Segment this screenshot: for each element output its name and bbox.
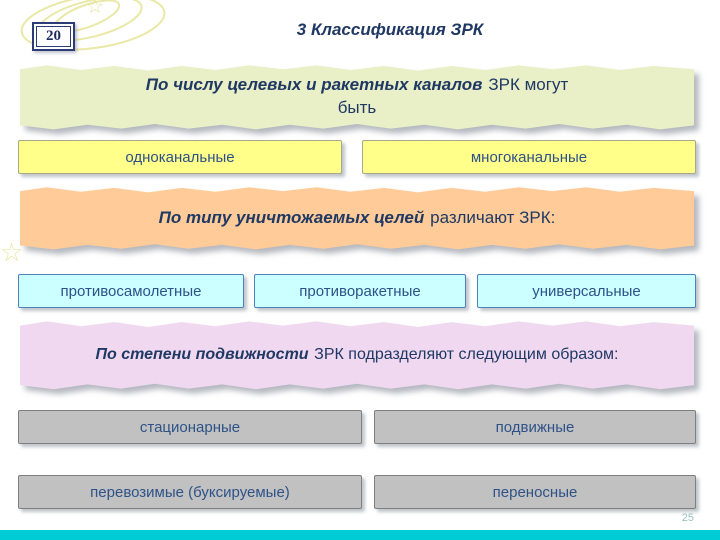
box-anti-aircraft: противосамолетные <box>18 274 244 308</box>
box-stationary: стационарные <box>18 410 362 444</box>
slide-number-badge: 20 <box>32 22 75 51</box>
banner-mobility-rest: ЗРК подразделяют следующим образом: <box>314 346 619 364</box>
box-single-channel: одноканальные <box>18 140 342 174</box>
box-universal: универсальные <box>477 274 696 308</box>
box-anti-missile: противоракетные <box>254 274 466 308</box>
banner-target-types-lead: По типу уничтожаемых целей <box>158 207 425 227</box>
banner-mobility-text: По степени подвижности ЗРК подразделяют с… <box>95 344 618 366</box>
banner-channels-rest: ЗРК могут быть <box>337 75 569 117</box>
box-portable: переносные <box>374 475 696 509</box>
footer-color-band <box>0 530 720 540</box>
banner-channels-lead: По числу целевых и ракетных каналов <box>145 75 483 95</box>
slide-title: 3 Классификация ЗРК <box>296 20 484 39</box>
banner-mobility-body: По степени подвижности ЗРК подразделяют с… <box>20 321 694 390</box>
decorative-star-icon: ☆ <box>86 0 104 18</box>
page-number: 25 <box>681 512 694 524</box>
banner-mobility: По степени подвижности ЗРК подразделяют с… <box>20 320 694 390</box>
box-towed: перевозимые (буксируемые) <box>18 475 362 509</box>
banner-mobility-lead: По степени подвижности <box>95 346 309 364</box>
box-mobile: подвижные <box>374 410 696 444</box>
box-multi-channel: многоканальные <box>362 140 696 174</box>
banner-target-types-rest: различают ЗРК: <box>430 207 556 227</box>
slide-number: 20 <box>36 26 71 47</box>
